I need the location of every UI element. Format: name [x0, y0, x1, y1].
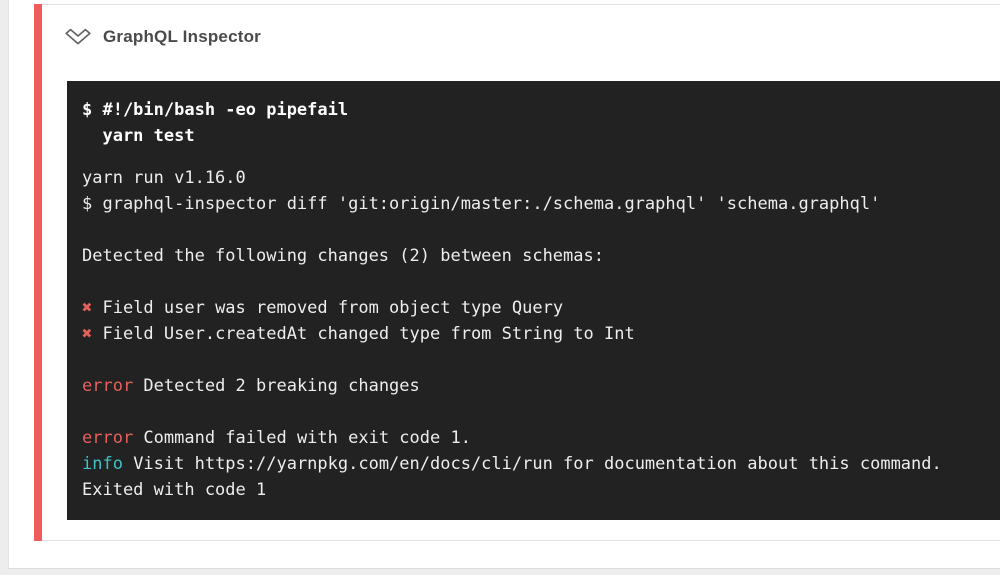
terminal-spacer [82, 149, 1000, 165]
terminal-text-segment: Field user was removed from object type … [92, 298, 564, 318]
terminal-line: yarn run v1.16.0 [82, 165, 1000, 191]
terminal-text-segment: ✖ [82, 298, 93, 318]
step-failed-stripe [34, 4, 42, 541]
terminal-text-segment: Visit https://yarnpkg.com/en/docs/cli/ru… [122, 454, 942, 474]
terminal-command-line: $ #!/bin/bash -eo pipefail [82, 97, 1000, 123]
terminal-text-segment: $ graphql-inspector diff 'git:origin/mas… [82, 194, 881, 214]
chevron-down-icon[interactable] [64, 27, 92, 47]
terminal-text-segment: error [82, 428, 134, 448]
terminal-blank-line [82, 269, 1000, 295]
terminal-line: ✖ Field user was removed from object typ… [82, 295, 1000, 321]
terminal-text-segment: info [82, 454, 123, 474]
terminal-text-segment: yarn run v1.16.0 [82, 168, 246, 188]
terminal-text-segment: ✖ [82, 324, 93, 344]
terminal-text-segment: Field User.createdAt changed type from S… [92, 324, 635, 344]
terminal-text-segment: Detected 2 breaking changes [133, 376, 420, 396]
step-title: GraphQL Inspector [103, 27, 262, 46]
step-row-graphql-inspector: GraphQL Inspector $ #!/bin/bash -eo pipe… [34, 4, 1000, 541]
terminal-text-segment: Command failed with exit code 1. [133, 428, 471, 448]
terminal-blank-line [82, 347, 1000, 373]
terminal-text-segment: Exited with code 1 [82, 480, 267, 500]
terminal-line: error Detected 2 breaking changes [82, 373, 1000, 399]
terminal-line: Exited with code 1 [82, 477, 1000, 503]
step-header[interactable]: GraphQL Inspector [34, 5, 1000, 49]
terminal-blank-line [82, 217, 1000, 243]
terminal-line: ✖ Field User.createdAt changed type from… [82, 321, 1000, 347]
terminal-line: info Visit https://yarnpkg.com/en/docs/c… [82, 451, 1000, 477]
terminal-line: error Command failed with exit code 1. [82, 425, 1000, 451]
terminal-output: $ #!/bin/bash -eo pipefail yarn test yarn… [67, 81, 1000, 520]
terminal-line: $ graphql-inspector diff 'git:origin/mas… [82, 191, 1000, 217]
steps-panel: GraphQL Inspector $ #!/bin/bash -eo pipe… [8, 0, 1000, 569]
terminal-text-segment: Detected the following changes (2) betwe… [82, 246, 604, 266]
terminal-text-segment: error [82, 376, 134, 396]
terminal-line: Detected the following changes (2) betwe… [82, 243, 1000, 269]
terminal-text-segment: yarn test [82, 126, 195, 146]
terminal-text-segment: $ #!/bin/bash -eo pipefail [82, 100, 349, 120]
terminal-blank-line [82, 399, 1000, 425]
terminal-command-line: yarn test [82, 123, 1000, 149]
